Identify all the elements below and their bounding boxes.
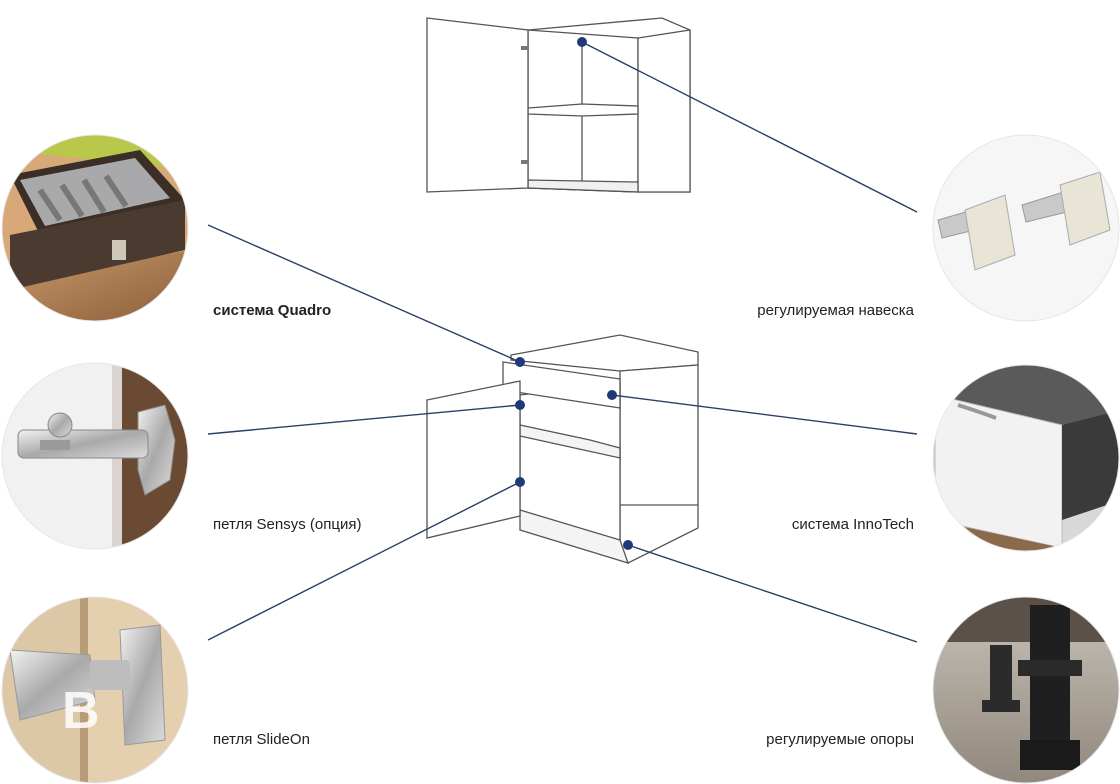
leader-lines (207, 41, 918, 643)
legs-photo (933, 597, 1119, 783)
base-cabinet-drawing (426, 334, 699, 564)
label-legs: регулируемые опоры (766, 731, 914, 748)
label-quadro: система Quadro (213, 302, 332, 319)
innotech-drawer-photo (933, 365, 1119, 551)
wall-cabinet-drawing (426, 17, 691, 193)
photo-circle-outlines (1, 134, 1120, 784)
watermark-logo: B (62, 682, 100, 740)
label-slideon: петля SlideOn (213, 731, 310, 748)
leader-dots (515, 37, 633, 550)
label-hanger: регулируемая навеска (757, 302, 914, 319)
label-innotech: система InnoTech (791, 516, 914, 533)
hanger-photo (933, 135, 1119, 321)
quadro-drawer-photo (2, 135, 188, 321)
label-sensys: петля Sensys (опция) (213, 516, 362, 533)
